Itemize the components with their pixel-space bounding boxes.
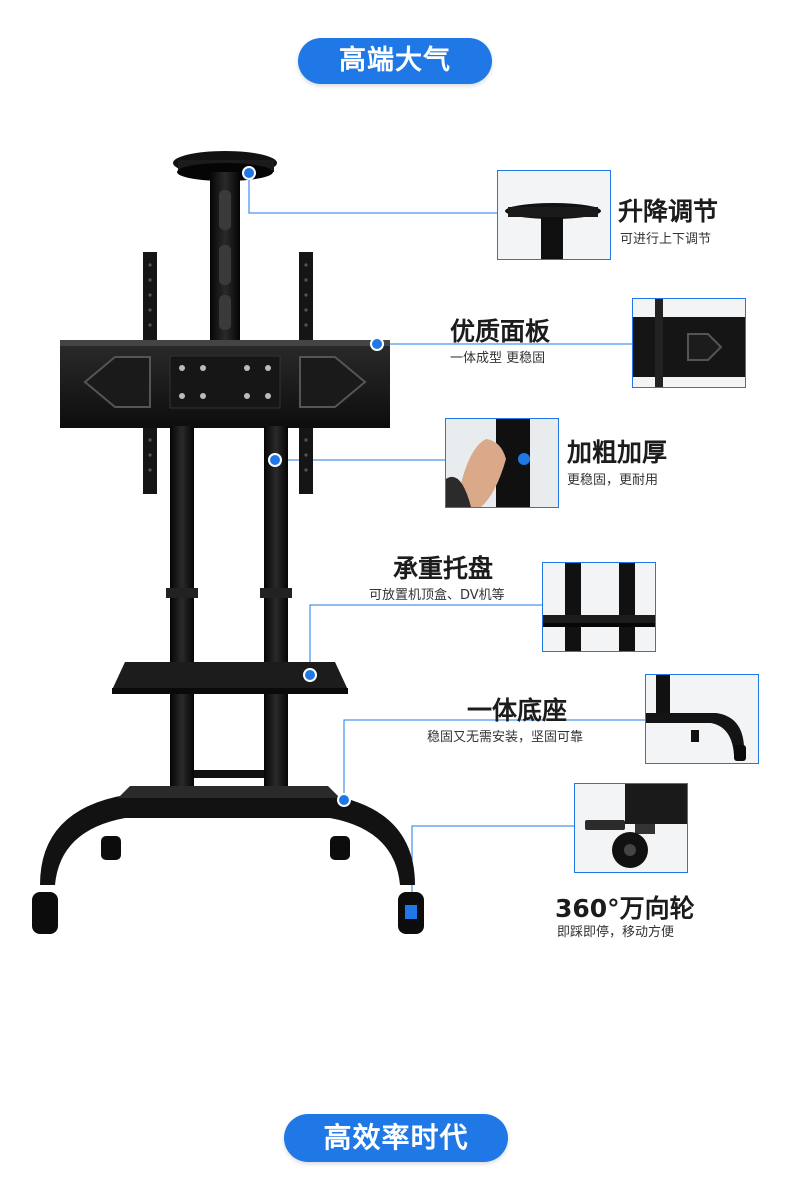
feature-subtitle-base: 稳固又无需安装，坚固可靠	[427, 730, 584, 745]
hotspot-dot	[268, 453, 282, 467]
tray-thumbnail	[542, 562, 656, 652]
feature-title-tray: 承重托盘	[393, 554, 494, 583]
feature-title-thick: 加粗加厚	[567, 438, 668, 467]
feature-subtitle-lift: 可进行上下调节	[620, 232, 712, 247]
mount-panel-thumbnail	[632, 298, 746, 388]
feature-title-panel: 优质面板	[450, 317, 551, 346]
feature-title-wheel: 360°万向轮	[555, 894, 695, 923]
hotspot-dot	[337, 793, 351, 807]
base-thumbnail	[645, 674, 759, 764]
feature-title-lift: 升降调节	[618, 197, 719, 226]
hand-grip-thumbnail	[445, 418, 559, 508]
top-banner: 高端大气	[298, 38, 492, 84]
feature-subtitle-thick: 更稳固，更耐用	[567, 473, 659, 488]
feature-subtitle-wheel: 即踩即停，移动方便	[557, 925, 675, 940]
feature-title-base: 一体底座	[467, 696, 568, 725]
hotspot-dot	[242, 166, 256, 180]
camera-tray-thumbnail	[497, 170, 611, 260]
bottom-banner: 高效率时代	[284, 1114, 508, 1162]
feature-subtitle-panel: 一体成型 更稳固	[450, 351, 546, 366]
hotspot-dot	[303, 668, 317, 682]
feature-subtitle-tray: 可放置机顶盒、DV机等	[369, 588, 505, 603]
caster-wheel-thumbnail	[574, 783, 688, 873]
hotspot-dot	[370, 337, 384, 351]
